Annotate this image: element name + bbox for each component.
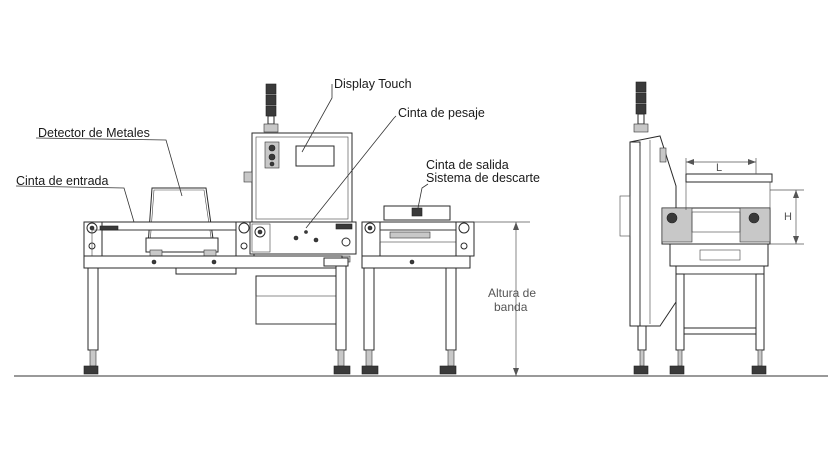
label-altura-banda-1: Altura de bbox=[488, 286, 536, 300]
signal-tower bbox=[263, 83, 279, 133]
label-cinta-pesaje: Cinta de pesaje bbox=[398, 106, 485, 120]
label-sistema-descarte: Sistema de descarte bbox=[426, 171, 540, 185]
leader-lines bbox=[15, 84, 429, 229]
lower-cabinet bbox=[255, 275, 345, 325]
side-cabinet bbox=[619, 135, 677, 327]
side-conveyor bbox=[661, 173, 773, 267]
label-detector-metales: Detector de Metales bbox=[38, 126, 150, 140]
support-frame bbox=[83, 255, 471, 275]
side-signal-tower bbox=[633, 81, 649, 133]
legs-front bbox=[83, 265, 457, 375]
control-cabinet bbox=[243, 132, 353, 224]
band-height-dimension bbox=[474, 221, 530, 376]
side-frame bbox=[633, 265, 767, 375]
touch-display bbox=[295, 145, 335, 167]
label-display-touch: Display Touch bbox=[334, 77, 412, 91]
label-dimension-h: H bbox=[784, 211, 792, 223]
length-dimension bbox=[685, 158, 757, 174]
front-view bbox=[83, 83, 530, 376]
label-dimension-l: L bbox=[716, 162, 722, 174]
side-view bbox=[619, 81, 804, 375]
height-dimension bbox=[770, 189, 804, 245]
label-cinta-salida: Cinta de salida bbox=[426, 158, 509, 172]
label-altura-banda-2: banda bbox=[494, 300, 528, 314]
outfeed-conveyor bbox=[361, 205, 475, 257]
label-cinta-entrada: Cinta de entrada bbox=[16, 174, 108, 188]
